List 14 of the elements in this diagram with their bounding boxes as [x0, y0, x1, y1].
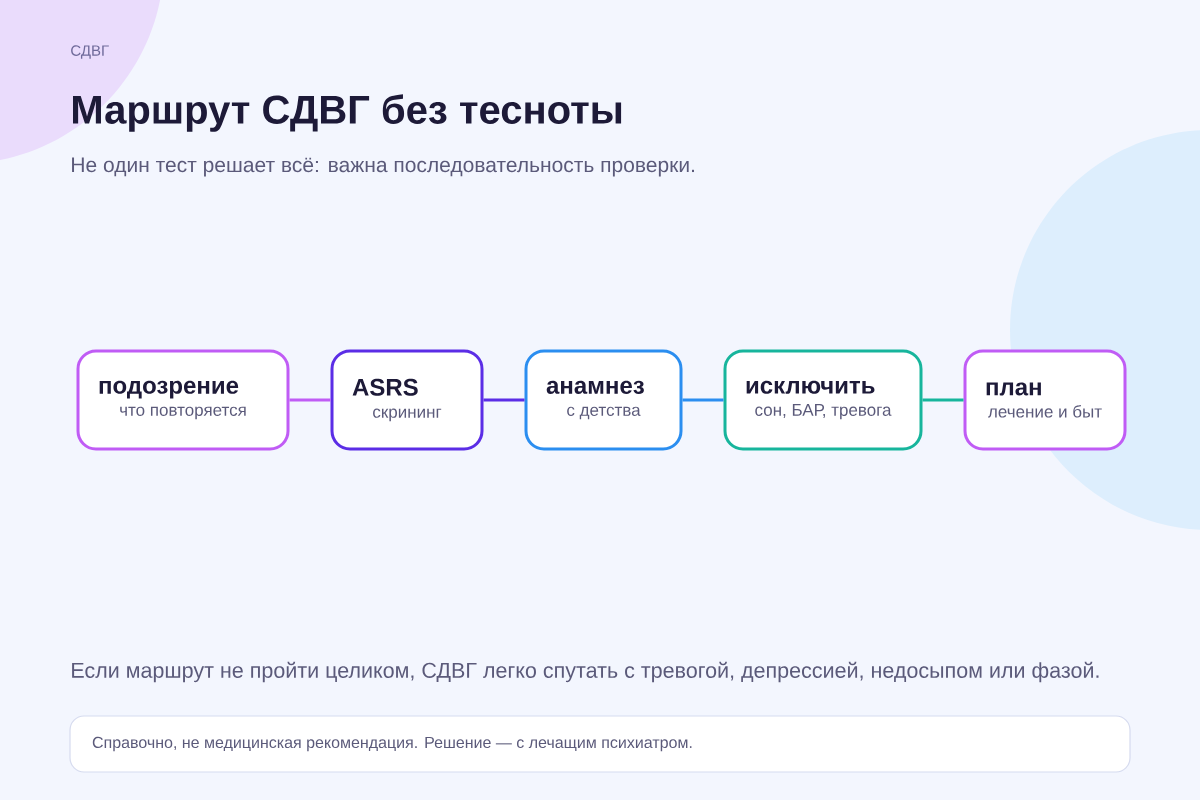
footer-card: Справочно, не медицинская рекомендация. Решение — с лечащим психиатром. — [69, 715, 1131, 773]
note-text: Если маршрут не пройти целиком, СДВГ легко спутать с тревогой, депрессией, недосыпом или фазой. — [72, 661, 1099, 683]
step-box: подозрение что повторяется — [76, 349, 290, 451]
step-box: анамнез с детства — [524, 349, 683, 451]
section-label: СДВГ — [71, 45, 109, 59]
subtitle: Не один тест решает всё: важна последовательность проверки. — [72, 157, 694, 177]
connector-line — [289, 398, 331, 402]
connector-line — [682, 398, 724, 402]
step-box: ASRS скрининг — [330, 349, 484, 451]
step-box: исключить сон, БАР, тревога — [723, 349, 923, 451]
connector-line — [483, 398, 525, 402]
title: Маршрут СДВГ без тесноты — [73, 94, 622, 132]
step-box: план лечение и быт — [963, 349, 1127, 451]
connector-line — [922, 398, 964, 402]
